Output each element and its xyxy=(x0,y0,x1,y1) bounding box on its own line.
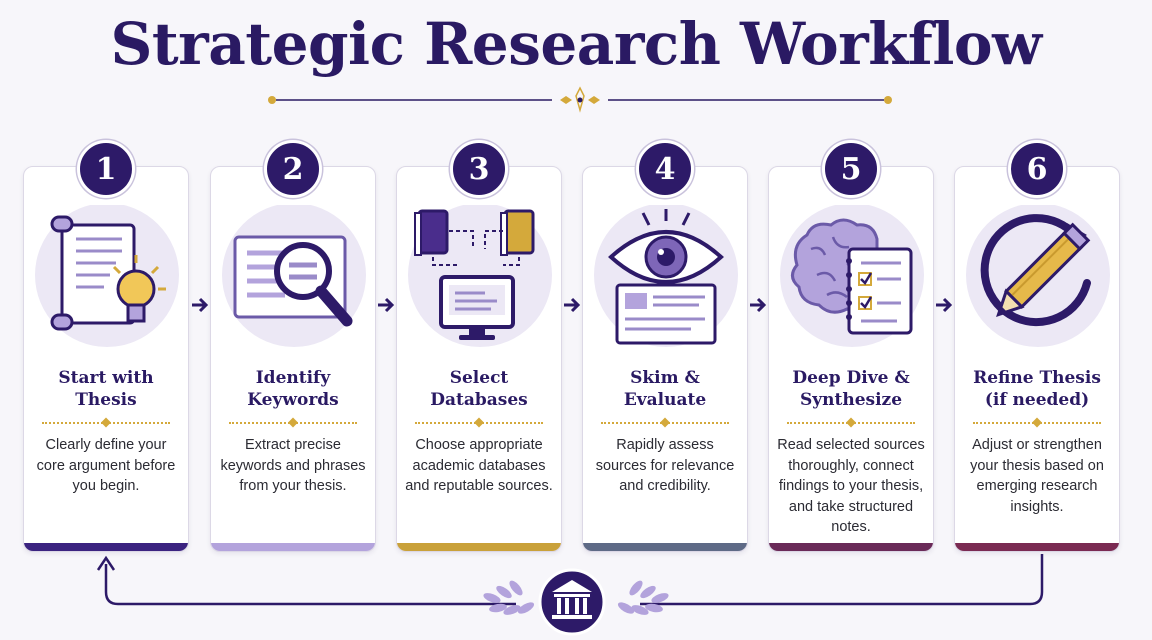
card-accent-bar xyxy=(24,543,188,551)
pencil-cycle-icon xyxy=(966,205,1110,347)
step-card-5: Deep Dive & Synthesize Read selected sou… xyxy=(768,166,934,552)
step-description: Read selected sources thoroughly, connec… xyxy=(777,437,925,535)
step-card-2: Identify Keywords Extract precise keywor… xyxy=(210,166,376,552)
divider xyxy=(973,422,1101,424)
card-accent-bar xyxy=(583,543,747,551)
magnifier-document-icon xyxy=(222,205,366,347)
step-description: Rapidly assess sources for relevance and… xyxy=(595,437,735,494)
card-accent-bar xyxy=(769,543,933,551)
step-card-4: Skim & Evaluate Rapidly assess sources f… xyxy=(582,166,748,552)
step-number-badge: 1 xyxy=(77,140,135,198)
step-card-6: Refine Thesis (if needed) Adjust or stre… xyxy=(954,166,1120,552)
arrow-right-icon xyxy=(564,297,581,313)
arrow-right-icon xyxy=(750,297,767,313)
divider xyxy=(787,422,915,424)
step-description: Clearly define your core argument before… xyxy=(36,437,176,494)
title-ornament xyxy=(268,86,892,113)
step-title: Skim & Evaluate xyxy=(623,368,707,410)
arrow-right-icon xyxy=(192,297,209,313)
scroll-lightbulb-icon xyxy=(35,205,179,347)
laurel-left-icon xyxy=(483,580,535,615)
step-card-1: Start with Thesis Clearly define your co… xyxy=(23,166,189,552)
laurel-right-icon xyxy=(617,580,669,615)
divider xyxy=(601,422,729,424)
step-number-badge: 3 xyxy=(450,140,508,198)
card-accent-bar xyxy=(955,543,1119,551)
step-number-badge: 2 xyxy=(264,140,322,198)
step-description: Adjust or strengthen your thesis based o… xyxy=(970,437,1104,515)
step-title: Refine Thesis (if needed) xyxy=(973,368,1101,410)
arrow-right-icon xyxy=(936,297,953,313)
books-computer-icon xyxy=(408,205,552,347)
step-title: Deep Dive & Synthesize xyxy=(792,368,910,410)
divider xyxy=(229,422,357,424)
feedback-loop-arrow xyxy=(96,554,1044,636)
institution-building-icon xyxy=(538,568,606,636)
brain-checklist-icon xyxy=(780,205,924,347)
arrow-right-icon xyxy=(378,297,395,313)
eye-document-icon xyxy=(594,205,738,347)
divider xyxy=(415,422,543,424)
step-title: Identify Keywords xyxy=(247,368,339,410)
step-card-3: Select Databases Choose appropriate acad… xyxy=(396,166,562,552)
card-accent-bar xyxy=(397,543,561,551)
page-title: Strategic Research Workflow xyxy=(110,10,1042,78)
step-number-badge: 5 xyxy=(822,140,880,198)
step-number-badge: 4 xyxy=(636,140,694,198)
step-title: Start with Thesis xyxy=(58,368,154,410)
card-accent-bar xyxy=(211,543,375,551)
step-description: Choose appropriate academic databases an… xyxy=(405,437,553,494)
step-description: Extract precise keywords and phrases fro… xyxy=(220,437,366,494)
divider xyxy=(42,422,170,424)
step-title: Select Databases xyxy=(430,368,528,410)
step-number-badge: 6 xyxy=(1008,140,1066,198)
